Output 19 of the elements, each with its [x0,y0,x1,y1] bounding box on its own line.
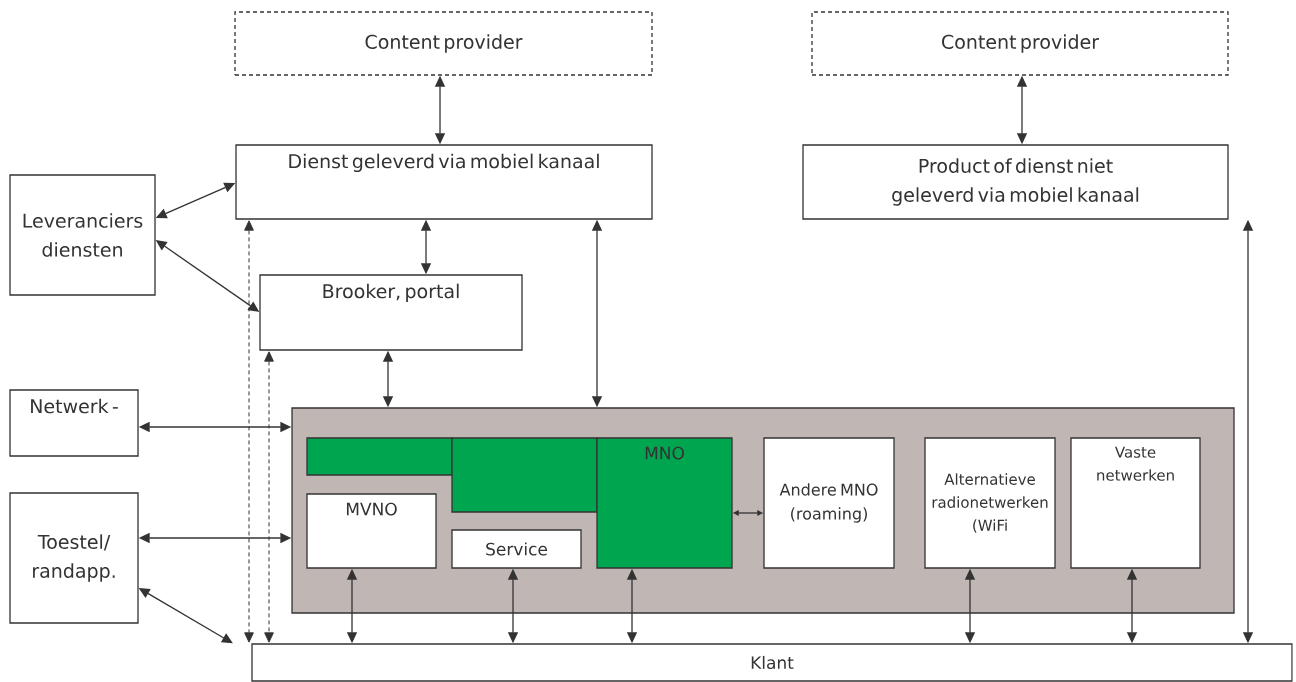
text-box: Andere MNO (roaming) [763,437,895,569]
text-box: Product of dienst niet geleverd via mobiel kanaal [802,144,1229,220]
dashed-double-arrow [244,220,254,643]
filled-box [451,437,598,513]
dashed-double-arrow [264,351,274,643]
dashed-box: Content provider [234,11,653,76]
dashed-box: Content provider [811,11,1229,76]
text-box: Leveranciers diensten [9,174,156,296]
text-box: Brooker, portal [259,274,523,351]
filled-box [306,437,453,476]
filled-box: MNO [596,437,733,569]
text-box: Service [451,529,582,569]
text-box: MVNO [306,493,437,569]
text-box: Vaste netwerken [1070,437,1201,569]
text-box: Dienst geleverd via mobiel kanaal [235,144,653,220]
text-box: Klant [251,643,1293,682]
text-box: Netwerk - [9,389,139,457]
text-box: Alternatieve radionetwerken (WiFi [924,437,1056,569]
text-box: Toestel/ randapp. [9,492,139,624]
